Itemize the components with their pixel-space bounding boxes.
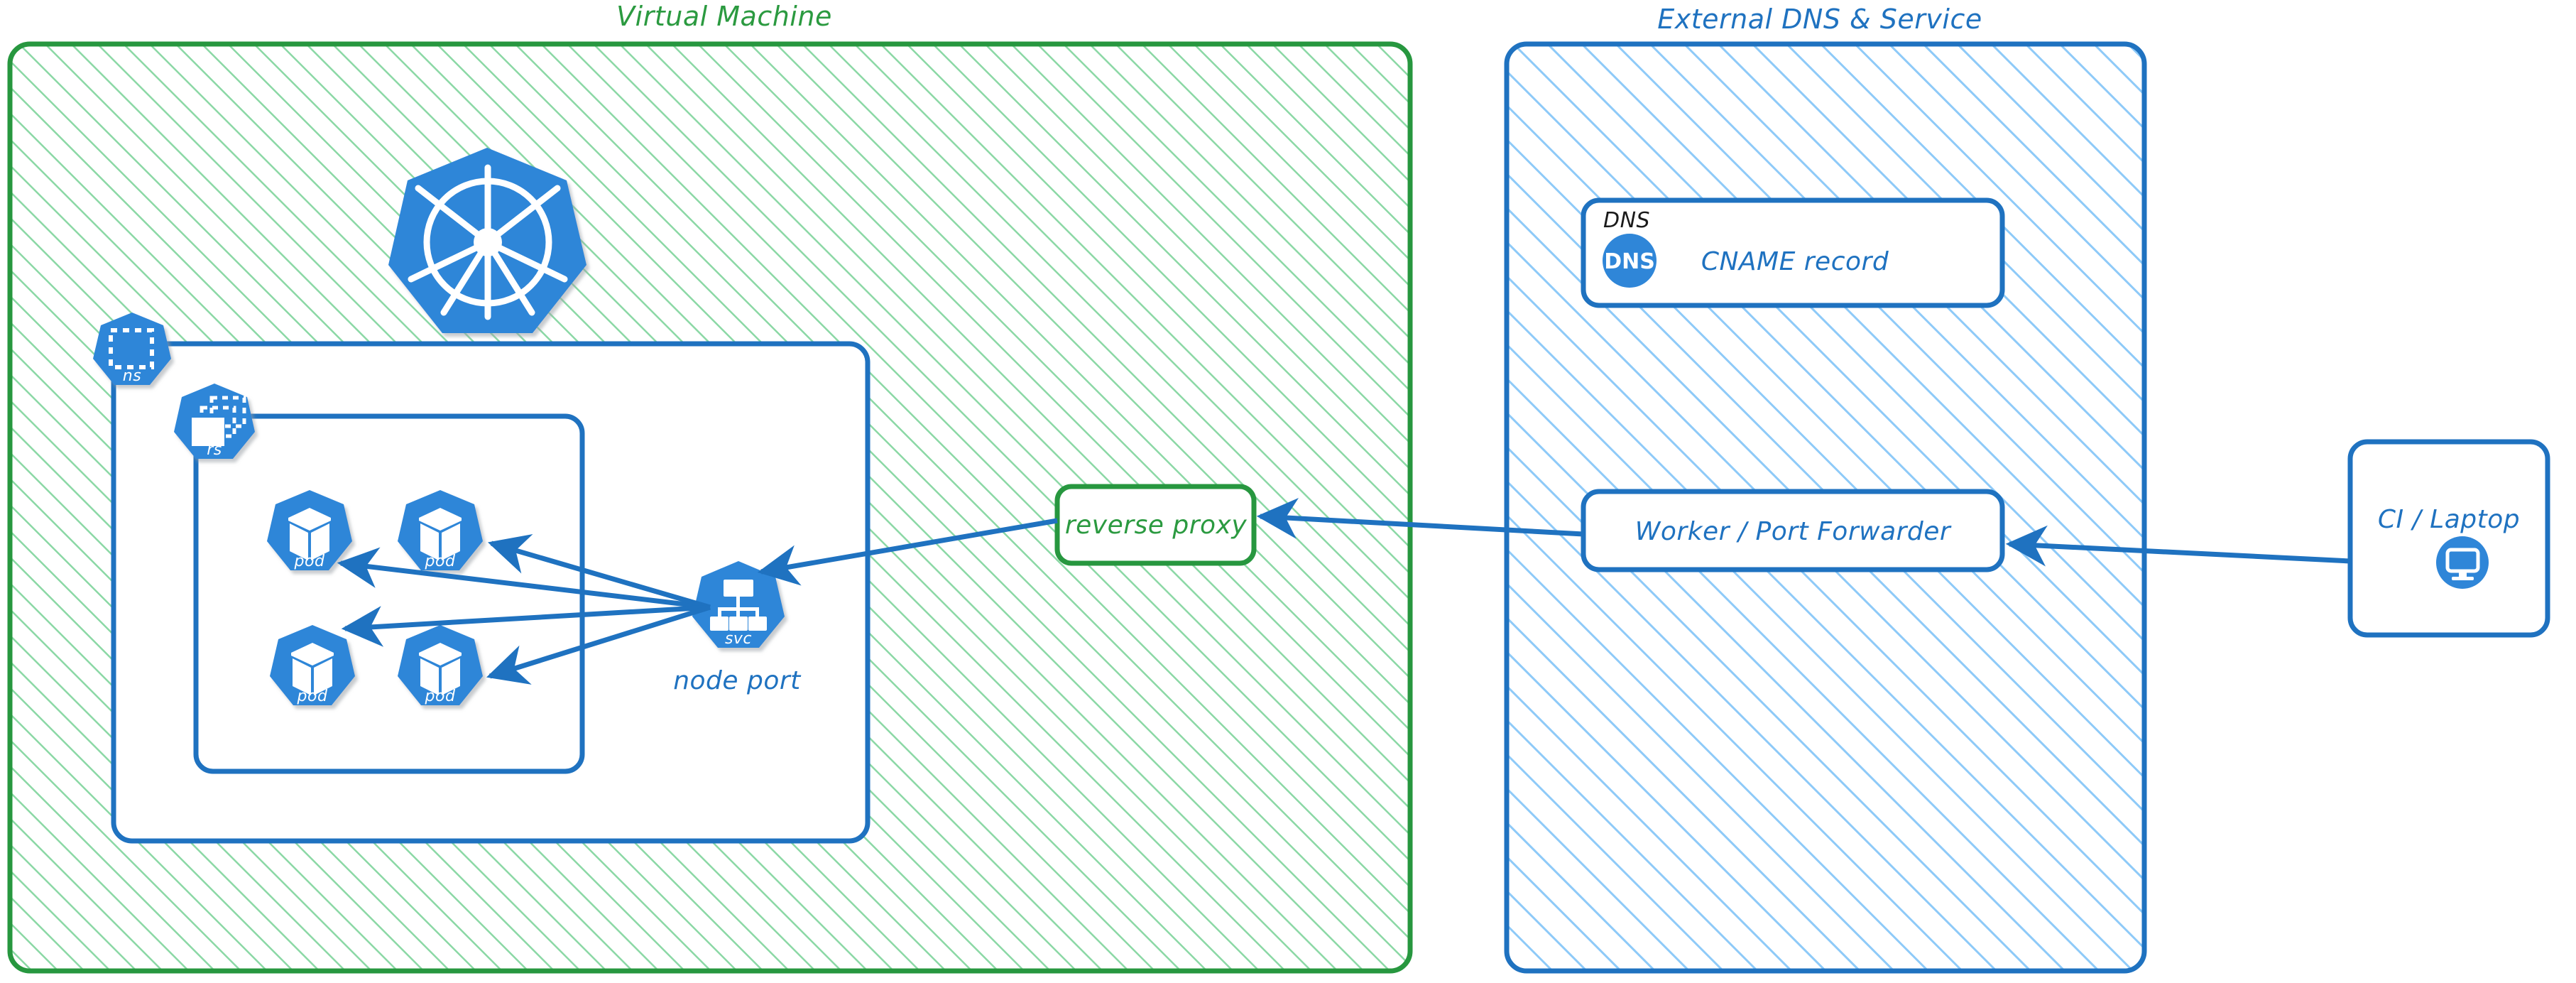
reverse-proxy-card[interactable]: reverse proxy (1054, 484, 1257, 566)
replicaset-box (193, 413, 585, 774)
reverse-proxy-box[interactable] (1054, 484, 1257, 566)
pod-3-label: pod (297, 688, 328, 705)
namespace-icon (109, 328, 154, 369)
pod-2-label: pod (425, 553, 456, 570)
dns-card[interactable]: DNS DNS CNAME record (1581, 197, 2005, 308)
desktop-monitor-icon (2436, 536, 2489, 589)
dns-icon-label: DNS (1604, 249, 1655, 274)
replicaset-container (193, 413, 585, 774)
service-to-pod-edges (337, 534, 711, 685)
dns-card-corner-label: DNS (1603, 208, 1650, 233)
edge-service-pod-2 (487, 534, 711, 610)
zone-title-virtual-machine: Virtual Machine (616, 1, 832, 32)
zone-external-dns-service: External DNS & Service (1504, 4, 2147, 974)
worker-port-forwarder-box[interactable] (1581, 489, 2005, 572)
service-badge-label: svc (725, 630, 752, 648)
edge-service-pod-1 (337, 547, 711, 610)
dns-icon (1603, 234, 1657, 288)
ci-laptop-box[interactable] (2347, 439, 2550, 638)
pod-2: pod (398, 490, 483, 570)
edge-service-pod-4 (486, 604, 711, 685)
worker-port-forwarder-card[interactable]: Worker / Port Forwarder (1581, 489, 2005, 572)
replicaset-badge-label: rs (207, 441, 222, 459)
namespace-badge: ns (93, 313, 171, 385)
reverse-proxy-label: reverse proxy (1065, 511, 1248, 540)
replicaset-badge: rs (174, 384, 255, 459)
namespace-badge-label: ns (123, 367, 141, 385)
pod-3: pod (270, 625, 355, 705)
edge-reverse-proxy-to-service (757, 518, 1058, 586)
pod-4: pod (398, 625, 483, 705)
ci-laptop-label: CI / Laptop (2378, 505, 2520, 534)
worker-port-forwarder-label: Worker / Port Forwarder (1635, 517, 1952, 546)
replicaset-icon (192, 418, 224, 446)
edge-ci-laptop-to-worker (2005, 525, 2351, 567)
ci-laptop-card[interactable]: CI / Laptop (2347, 439, 2550, 638)
pod-4-label: pod (425, 688, 456, 705)
edge-worker-to-reverse-proxy (1256, 498, 1584, 539)
node-port-caption: node port (673, 666, 802, 695)
service-tree-icon (710, 580, 767, 631)
kubernetes-logo (388, 148, 586, 333)
edge-service-pod-3 (341, 604, 711, 647)
pod-1-label: pod (294, 553, 325, 570)
pod-1: pod (267, 490, 352, 570)
zone-title-external-dns-service: External DNS & Service (1657, 4, 1982, 35)
cname-record-title: CNAME record (1701, 247, 1889, 276)
dns-card-box[interactable] (1581, 197, 2005, 308)
